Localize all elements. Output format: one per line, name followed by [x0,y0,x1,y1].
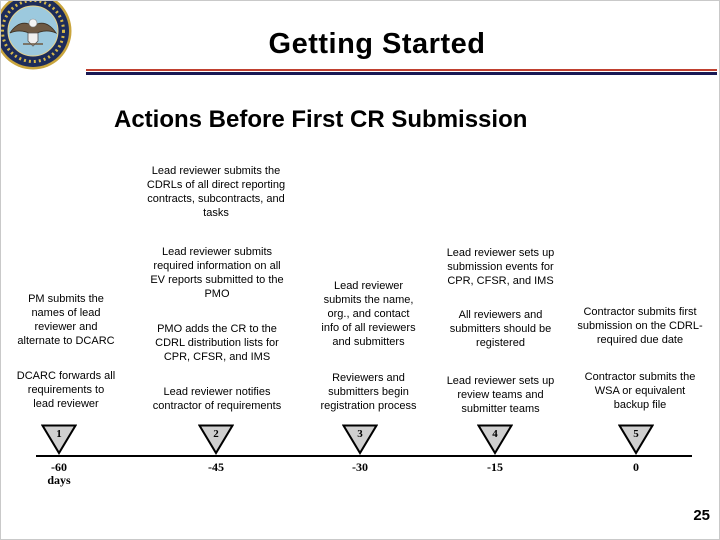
process-step: Reviewers and submitters begin registrat… [320,372,417,412]
dod-seal-logo [1,1,72,70]
page-number: 25 [693,507,710,524]
svg-text:4: 4 [492,428,498,440]
svg-text:5: 5 [633,428,639,440]
process-step: All reviewers and submitters should be r… [449,309,552,349]
timeline-axis [36,455,692,457]
timeline-label: -45 [208,460,224,474]
timeline-label: -15 [487,460,503,474]
milestone-triangle-icon: 1 [41,424,77,455]
timeline-label: -60 days [47,460,71,487]
process-step: Lead reviewer submits the name, org., an… [321,280,416,348]
milestone-triangle-icon: 5 [618,424,654,455]
timeline-marker-3: 3 -30 [342,424,378,474]
divider-line-navy [86,72,717,75]
process-step: Lead reviewer sets up review teams and s… [446,375,555,415]
process-step: Lead reviewer submits required informati… [150,246,284,300]
svg-text:3: 3 [357,428,363,440]
timeline-marker-1: 1 -60 days [41,424,77,487]
process-step: Lead reviewer notifies contractor of req… [152,386,282,412]
timeline-marker-5: 5 0 [618,424,654,474]
timeline-marker-2: 2 -45 [198,424,234,474]
timeline-label: 0 [633,460,639,474]
process-step: PMO adds the CR to the CDRL distribution… [155,323,279,363]
timeline-marker-4: 4 -15 [477,424,513,474]
eagle-icon [9,18,58,47]
process-step: DCARC forwards all requirements to lead … [16,370,116,410]
process-step: Contractor submits the WSA or equivalent… [584,371,696,411]
intro-step-text: Lead reviewer submits the CDRLs of all d… [146,165,286,219]
milestone-triangle-icon: 4 [477,424,513,455]
process-step: Lead reviewer sets up submission events … [446,247,555,287]
process-step: Contractor submits first submission on t… [577,306,703,346]
svg-text:1: 1 [56,428,62,440]
process-step: PM submits the names of lead reviewer an… [17,293,115,347]
divider-line-red [86,69,717,71]
svg-text:2: 2 [213,428,219,440]
milestone-triangle-icon: 3 [342,424,378,455]
slide-subtitle: Actions Before First CR Submission [114,106,528,133]
timeline-label: -30 [352,460,368,474]
milestone-triangle-icon: 2 [198,424,234,455]
page-title: Getting Started [268,28,486,60]
